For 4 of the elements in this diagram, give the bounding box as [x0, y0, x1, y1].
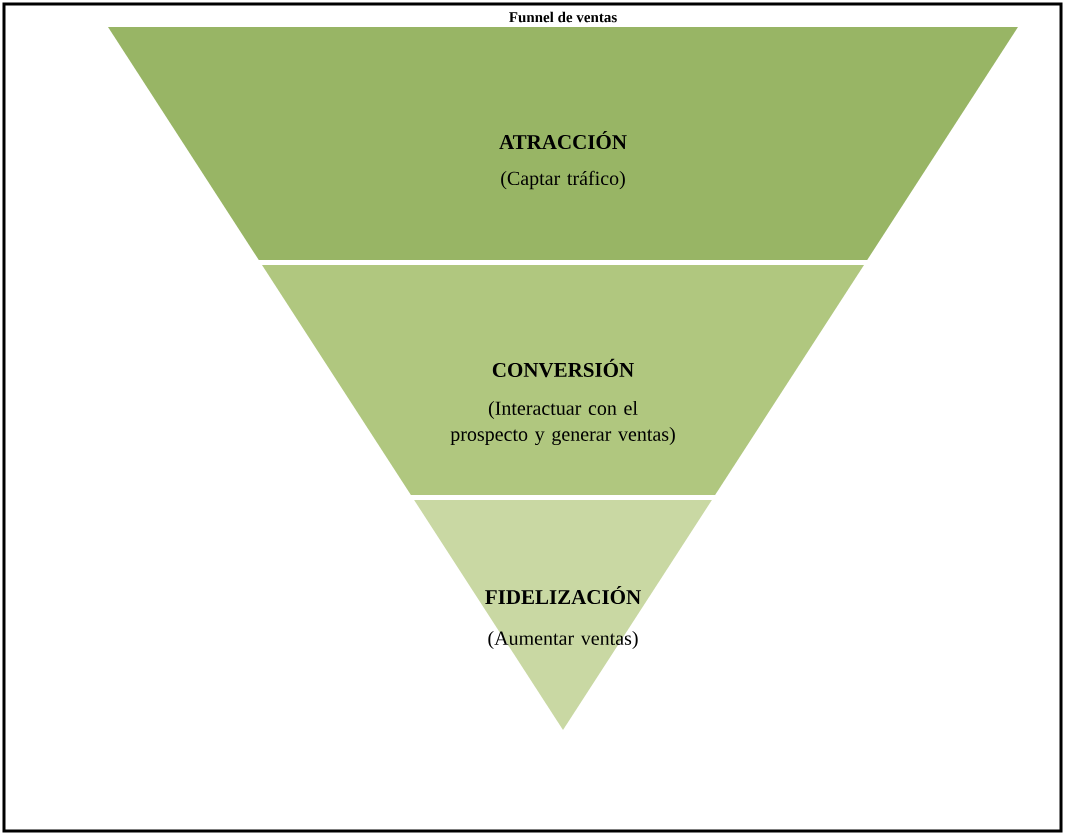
funnel-band: FIDELIZACIÓN (Aumentar ventas): [414, 500, 712, 730]
funnel-band: CONVERSIÓN (Interactuar con el prospecto y generar ventas): [262, 265, 864, 495]
title: Funnel de ventas: [509, 11, 617, 23]
funnel-band: ATRACCIÓN (Captar tráfico): [108, 27, 1018, 260]
